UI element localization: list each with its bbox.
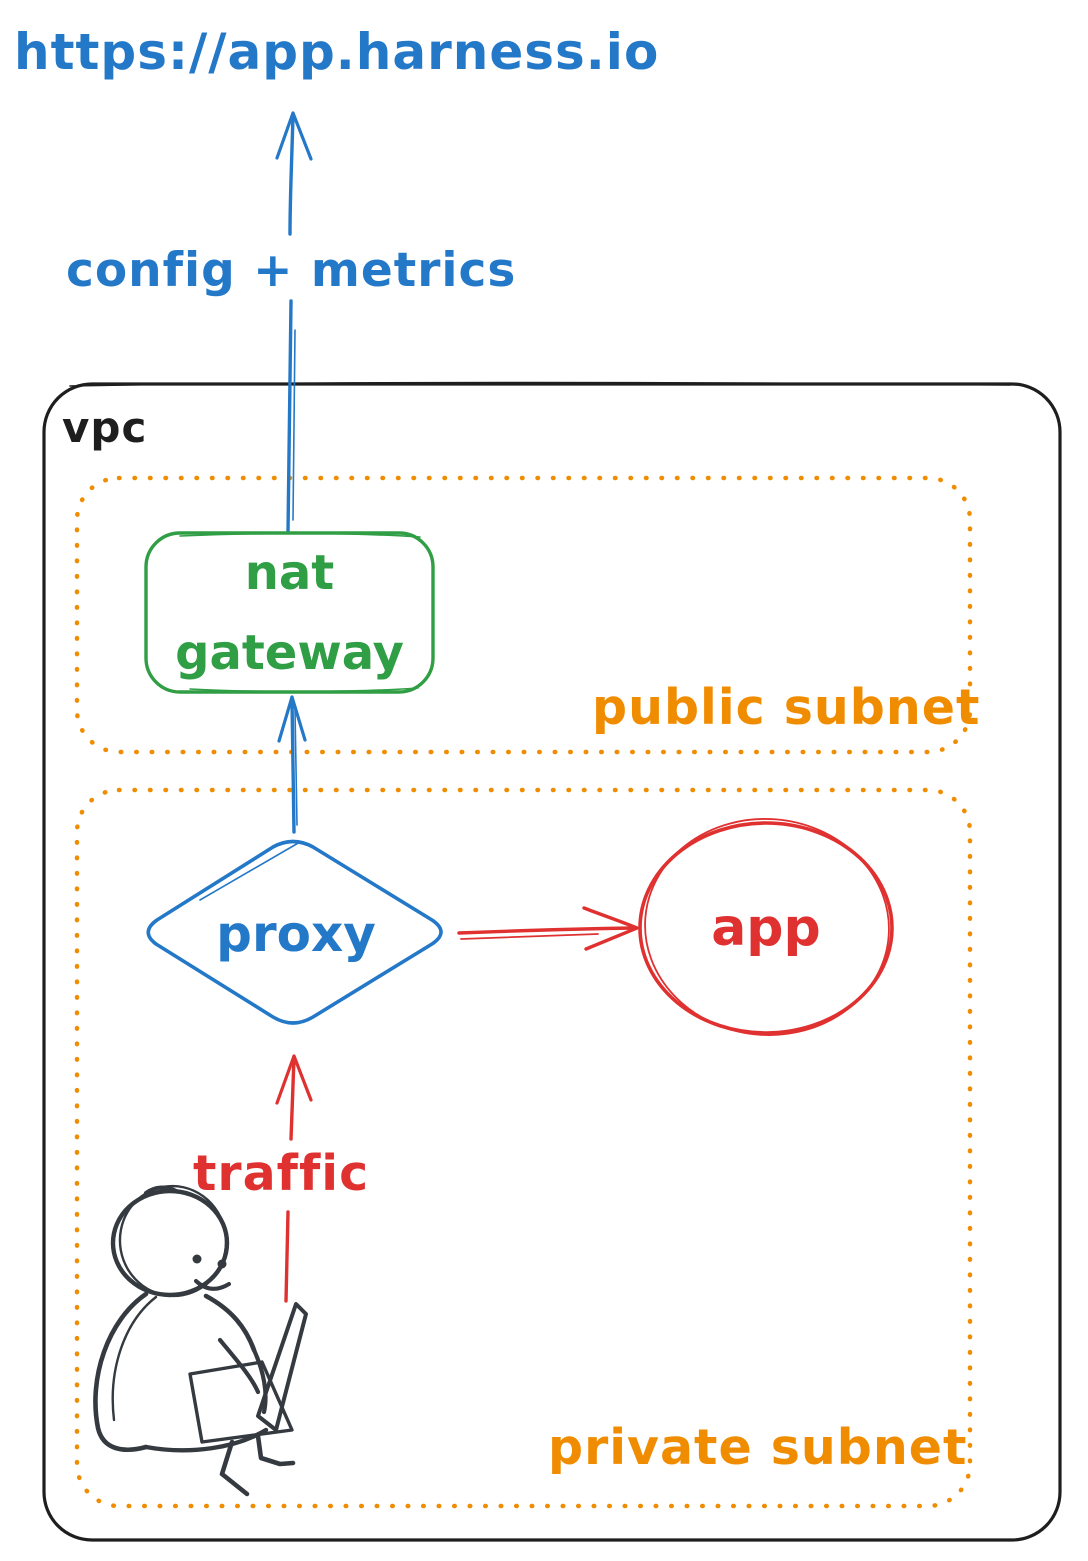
vpc-label: vpc xyxy=(62,403,148,452)
arrow-user-to-proxy xyxy=(275,1054,313,1303)
traffic-label: traffic xyxy=(193,1145,370,1202)
arrow-proxy-to-natgw xyxy=(277,695,307,834)
nat-gateway-label-line2: gateway xyxy=(175,624,404,681)
config-metrics-label: config + metrics xyxy=(66,243,517,298)
arrow-natgw-to-harness xyxy=(275,111,313,534)
person-with-laptop-icon xyxy=(93,1184,308,1497)
proxy-diamond xyxy=(146,839,443,1025)
public-subnet-label: public subnet xyxy=(592,679,981,736)
laptop-icon xyxy=(188,1302,308,1444)
vpc-border xyxy=(42,381,1062,1542)
proxy-label: proxy xyxy=(216,905,376,963)
nat-gateway-box xyxy=(144,531,435,694)
nat-gateway-label-line1: nat xyxy=(244,544,335,601)
app-circle xyxy=(638,818,894,1036)
public-subnet-border xyxy=(74,475,973,755)
external-url-label: https://app.harness.io xyxy=(14,23,660,81)
private-subnet-border xyxy=(74,787,973,1509)
app-label: app xyxy=(711,898,821,958)
nat-gateway-label: nat gateway xyxy=(146,533,433,692)
arrow-proxy-to-app xyxy=(457,906,639,951)
private-subnet-label: private subnet xyxy=(548,1419,968,1476)
